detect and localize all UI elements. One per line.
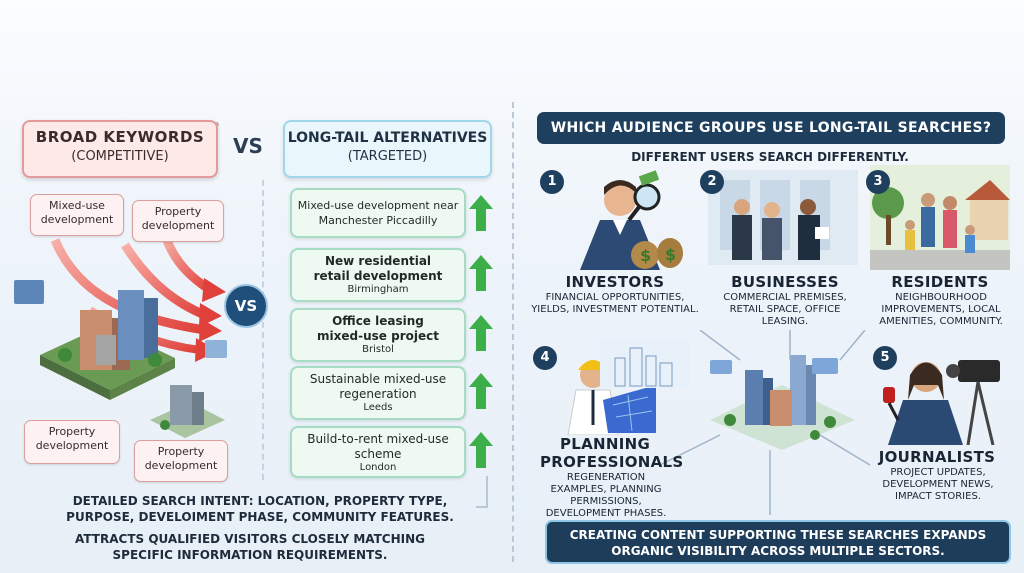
group-3-title: RESIDENTS — [891, 273, 989, 291]
longtail-item-4-main: Sustainable mixed-use regeneration — [309, 372, 447, 401]
investor-illustration: $ $ — [580, 170, 683, 270]
intent-text: DETAILED SEARCH INTENT: LOCATION, PROPER… — [66, 494, 454, 524]
red-arrows-city-illustration — [14, 233, 227, 438]
longtail-item-3-main: Office leasing mixed-use project — [317, 314, 439, 343]
longtail-subtitle: (TARGETED) — [347, 149, 428, 164]
green-up-arrow-icon — [469, 373, 493, 409]
group-1-number: 1 — [540, 170, 564, 194]
longtail-item-5-main: Build-to-rent mixed-use scheme — [307, 432, 449, 461]
longtail-item-2-city: Birmingham — [347, 284, 409, 295]
skyline-sketch — [600, 338, 690, 388]
longtail-item-1: Mixed-use development near Manchester Pi… — [290, 188, 466, 238]
planning-illustration — [567, 360, 656, 435]
longtail-item-3: Office leasing mixed-use project Bristol — [290, 308, 466, 362]
group-1-title: INVESTORS — [565, 273, 665, 291]
broad-chip-1: Mixed-use development — [30, 194, 124, 236]
longtail-item-2-main: New residential retail development — [313, 254, 443, 283]
broad-chip-2: Property development — [132, 200, 224, 242]
longtail-item-5-city: London — [359, 462, 397, 473]
svg-text:$: $ — [640, 246, 651, 265]
broad-chip-4: Property development — [134, 440, 228, 482]
vs-circle: VS — [224, 284, 268, 328]
longtail-item-5: Build-to-rent mixed-use scheme London — [290, 426, 466, 478]
longtail-item-4-city: Leeds — [363, 402, 393, 413]
audience-heading: WHICH AUDIENCE GROUPS USE LONG-TAIL SEAR… — [537, 112, 1005, 144]
businesses-illustration — [708, 170, 858, 265]
longtail-title: LONG-TAIL ALTERNATIVES — [287, 130, 488, 146]
connector-lines — [659, 330, 871, 515]
longtail-box: LONG-TAIL ALTERNATIVES (TARGETED) — [283, 120, 492, 178]
group-5-desc: PROJECT UPDATES, DEVELOPMENT NEWS, IMPAC… — [882, 467, 994, 502]
broad-chip-3: Property development — [24, 420, 120, 464]
green-up-arrow-icon — [469, 195, 493, 231]
broad-keywords-title: BROAD KEYWORDS — [35, 128, 205, 146]
broad-keywords-subtitle: (COMPETITIVE) — [71, 149, 169, 164]
green-up-arrow-icon — [469, 255, 493, 291]
svg-text:$: $ — [665, 245, 676, 264]
group-2-desc: COMMERCIAL PREMISES, RETAIL SPACE, OFFIC… — [723, 292, 847, 327]
group-5-number: 5 — [873, 346, 897, 370]
vs-label: VS — [233, 134, 263, 158]
group-4-number: 4 — [533, 346, 557, 370]
longtail-item-1-main: Mixed-use development near Manchester Pi… — [297, 199, 459, 227]
panel-divider — [512, 102, 515, 562]
left-dashed-divider — [262, 180, 264, 480]
attract-text: ATTRACTS QUALIFIED VISITORS CLOSELY MATC… — [74, 532, 426, 562]
group-2-title: BUSINESSES — [731, 273, 839, 291]
central-city-illustration — [710, 355, 855, 450]
window-dots-blue — [455, 112, 479, 127]
window-dots-red — [198, 112, 222, 127]
journalist-illustration — [883, 360, 1000, 445]
bracket-line — [476, 476, 488, 508]
longtail-item-4: Sustainable mixed-use regeneration Leeds — [290, 366, 466, 420]
group-2-number: 2 — [700, 170, 724, 194]
audience-subheading: DIFFERENT USERS SEARCH DIFFERENTLY. — [631, 150, 909, 164]
group-5-title: JOURNALISTS — [878, 448, 996, 466]
closing-banner: CREATING CONTENT SUPPORTING THESE SEARCH… — [545, 520, 1011, 564]
group-3-desc: NEIGHBOURHOOD IMPROVEMENTS, LOCAL AMENIT… — [879, 292, 1003, 327]
longtail-item-2: New residential retail development Birmi… — [290, 248, 466, 302]
longtail-item-3-city: Bristol — [362, 344, 394, 355]
green-up-arrow-icon — [469, 432, 493, 468]
broad-keywords-box: BROAD KEYWORDS (COMPETITIVE) — [22, 120, 218, 178]
residents-illustration — [870, 165, 1010, 270]
green-up-arrow-icon — [469, 315, 493, 351]
group-4-title: PLANNING PROFESSIONALS — [540, 435, 684, 471]
group-3-number: 3 — [866, 170, 890, 194]
group-4-desc: REGENERATION EXAMPLES, PLANNING PERMISSI… — [545, 472, 667, 519]
group-1-desc: FINANCIAL OPPORTUNITIES, YIELDS, INVESTM… — [531, 292, 699, 315]
